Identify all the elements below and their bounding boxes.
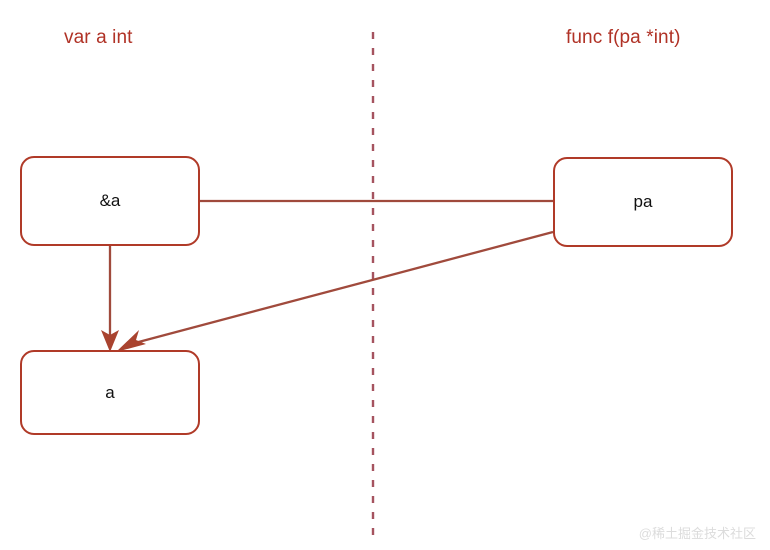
- arrowhead-addr-a-to-a: [101, 330, 119, 352]
- watermark: @稀土掘金技术社区: [638, 526, 756, 541]
- section-title-left: var a int: [64, 27, 133, 48]
- node-pa[interactable]: pa: [553, 157, 733, 247]
- arrowhead-pa-to-a: [116, 330, 146, 352]
- edge-pa-to-a: [130, 230, 554, 346]
- node-addr-a[interactable]: &a: [20, 156, 200, 246]
- node-a[interactable]: a: [20, 350, 200, 435]
- section-title-right: func f(pa *int): [566, 27, 681, 48]
